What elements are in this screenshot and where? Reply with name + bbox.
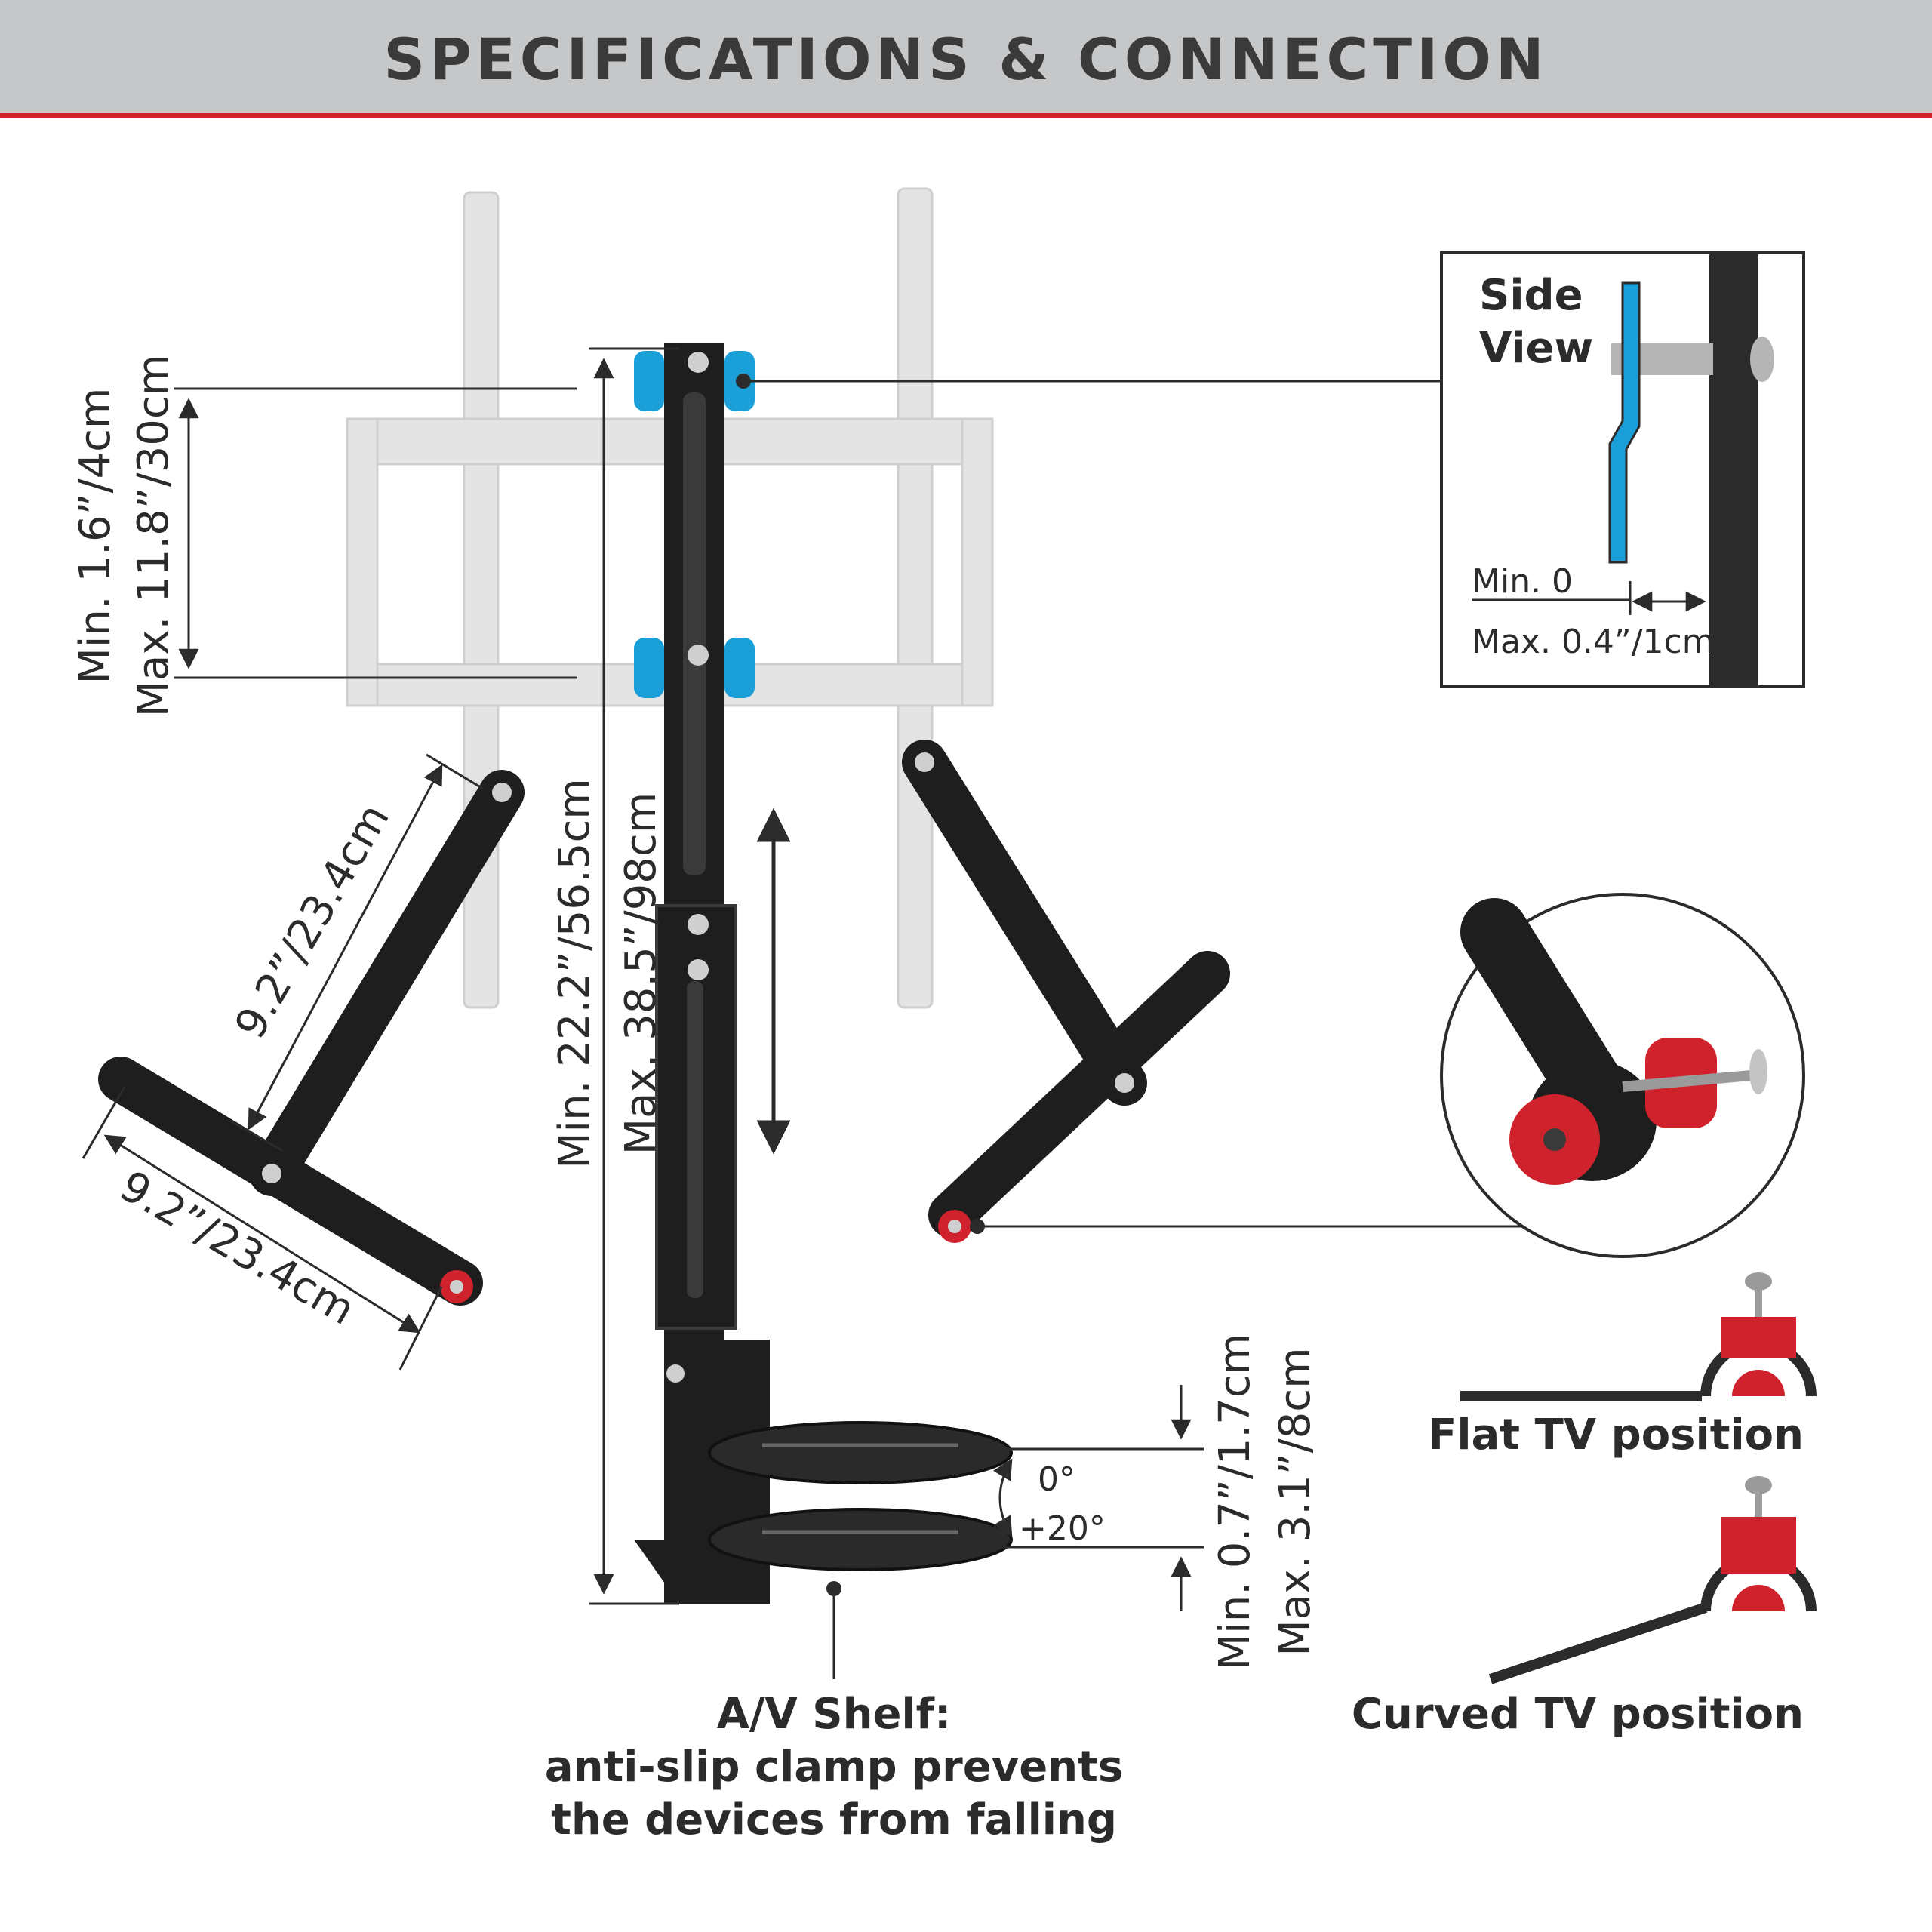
side-view-min-label: Min. 0	[1472, 562, 1573, 601]
column-max-label: Max. 38.5”/98cm	[617, 792, 666, 1155]
shelf-gap-max-label: Max. 3.1”/8cm	[1271, 1347, 1320, 1656]
knob-detail-leader	[970, 1219, 1528, 1234]
shelf-caption-line1: A/V Shelf:	[717, 1690, 952, 1739]
blue-clamp-bottom	[634, 638, 755, 698]
shelf-caption-line3: the devices from falling	[551, 1795, 1117, 1844]
dim-vertical-spacing	[174, 387, 577, 679]
shelf-bracket	[634, 1340, 1013, 1604]
vertical-spacing-min-label: Min. 1.6”/4cm	[71, 388, 120, 685]
header-bar: SPECIFICATIONS & CONNECTION	[0, 0, 1932, 118]
dim-shelf-gap	[974, 1385, 1204, 1611]
vertical-column	[655, 343, 737, 1340]
curved-tv-position-label: Curved TV position	[1352, 1690, 1804, 1739]
side-view-title-line1: Side	[1479, 271, 1583, 320]
flat-tv-position-label: Flat TV position	[1428, 1411, 1804, 1460]
knob-detail-circle	[1440, 893, 1805, 1258]
right-arm	[902, 740, 1230, 1243]
flat-tv-position-icon	[1460, 1272, 1817, 1401]
shelf-caption-line2: anti-slip clamp prevents	[545, 1743, 1123, 1792]
side-view-inset	[1440, 251, 1805, 688]
tilt-min-label: 0°	[1038, 1460, 1075, 1499]
shelf-gap-min-label: Min. 0.7”/1.7cm	[1211, 1334, 1260, 1670]
dim-column-height	[589, 347, 791, 1605]
curved-tv-position-icon	[1488, 1476, 1817, 1684]
side-view-leader	[736, 374, 1441, 389]
page-title: SPECIFICATIONS & CONNECTION	[383, 26, 1549, 93]
tilt-max-label: +20°	[1019, 1509, 1106, 1548]
vertical-spacing-max-label: Max. 11.8”/30cm	[129, 355, 178, 718]
shelf-caption-leader	[826, 1581, 841, 1679]
dim-bar-length	[82, 1086, 443, 1371]
side-view-title-line2: View	[1479, 324, 1593, 373]
column-min-label: Min. 22.2”/56.5cm	[550, 778, 599, 1169]
side-view-max-label: Max. 0.4”/1cm	[1472, 623, 1715, 661]
